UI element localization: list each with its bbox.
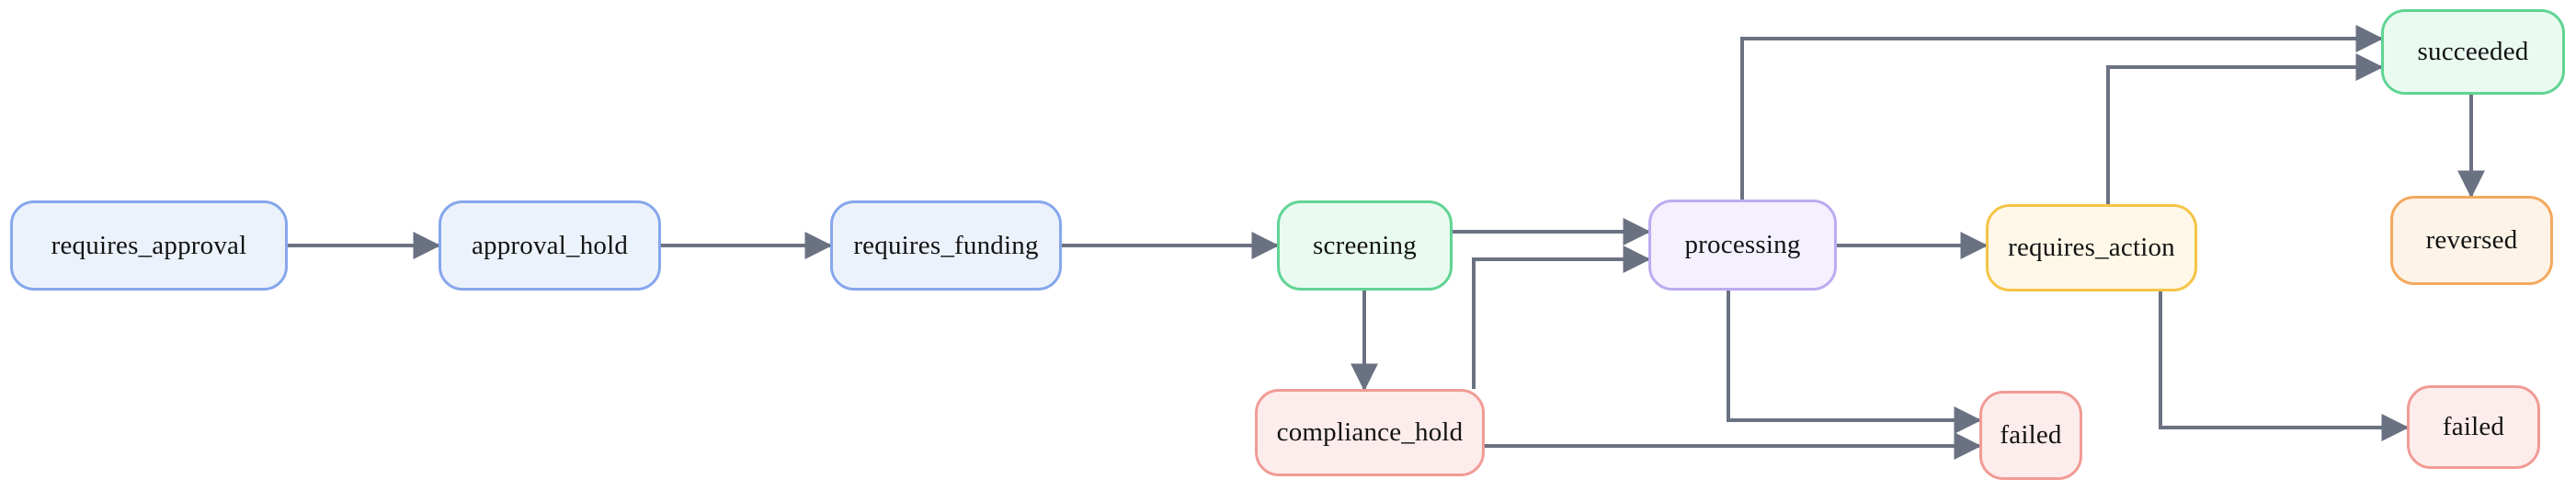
state-label: reversed bbox=[2425, 225, 2518, 255]
edge-requires_action-to-failed_right bbox=[2159, 291, 2410, 441]
state-label: failed bbox=[2000, 420, 2062, 450]
state-label: processing bbox=[1684, 230, 1801, 259]
state-label: requires_action bbox=[2008, 233, 2175, 262]
state-node-requires_approval: requires_approval bbox=[10, 200, 288, 291]
state-node-requires_action: requires_action bbox=[1986, 204, 2197, 291]
edge-requires_action-to-succeeded bbox=[2106, 53, 2384, 204]
edge-compliance_hold-to-processing bbox=[1472, 246, 1651, 389]
state-label: compliance_hold bbox=[1276, 417, 1464, 447]
state-label: failed bbox=[2442, 412, 2505, 441]
state-label: requires_funding bbox=[853, 230, 1039, 260]
state-label: requires_approval bbox=[51, 230, 247, 260]
state-node-failed_right: failed bbox=[2407, 385, 2540, 469]
state-node-requires_funding: requires_funding bbox=[830, 200, 1062, 291]
state-node-failed_mid: failed bbox=[1979, 391, 2082, 480]
state-node-compliance_hold: compliance_hold bbox=[1255, 389, 1485, 476]
state-node-succeeded: succeeded bbox=[2381, 9, 2565, 95]
state-label: succeeded bbox=[2417, 37, 2529, 66]
state-node-approval_hold: approval_hold bbox=[439, 200, 661, 291]
state-node-reversed: reversed bbox=[2390, 196, 2553, 285]
state-node-processing: processing bbox=[1648, 200, 1837, 291]
state-label: screening bbox=[1313, 230, 1417, 260]
edge-processing-to-succeeded bbox=[1740, 25, 2384, 200]
edge-processing-to-failed_mid bbox=[1727, 291, 1982, 434]
state-node-screening: screening bbox=[1277, 200, 1453, 291]
state-label: approval_hold bbox=[471, 230, 629, 260]
